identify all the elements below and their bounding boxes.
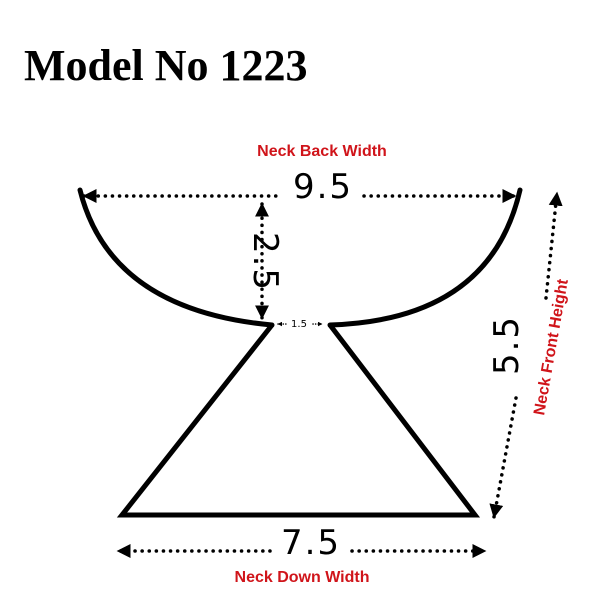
neck-back-width-label: Neck Back Width xyxy=(257,143,387,160)
page-title: Model No 1223 xyxy=(24,41,308,90)
neck-back-curve xyxy=(77,187,523,328)
neck-down-width-value: 7.5 xyxy=(281,523,341,563)
neck-front-height-value: 5.5 xyxy=(487,315,527,375)
neck-front-height-label: Neck Front Height xyxy=(531,277,572,416)
neck-gap-value: 1.5 xyxy=(291,319,307,330)
neck-front-height-dimension-bottom xyxy=(489,396,518,519)
back-depth-value: 2.5 xyxy=(245,232,285,292)
neck-back-width-value: 9.5 xyxy=(293,167,353,207)
neck-down-width-label: Neck Down Width xyxy=(235,569,370,586)
neck-front-shape xyxy=(116,323,481,518)
